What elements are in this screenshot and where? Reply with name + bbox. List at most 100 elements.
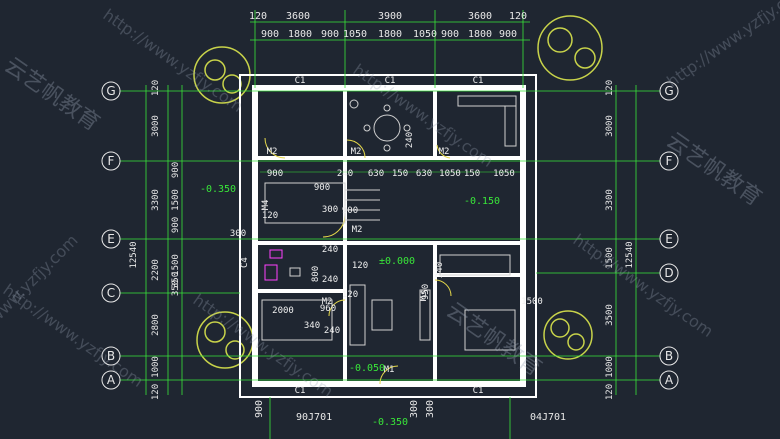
inner-dim: 240 (435, 262, 445, 278)
watermark-cn: 云艺帆教育 (0, 53, 104, 137)
bed (464, 309, 516, 351)
dim-top-inner: 1050 (343, 29, 367, 40)
inner-dim: 340 (304, 321, 320, 331)
dim-left-outer: 120 (151, 384, 161, 400)
site-boundary (239, 74, 537, 398)
window-label-top: C1 (385, 76, 396, 86)
watermark-url: http://www.yzfjy.com (570, 230, 717, 341)
inner-dim: 300 (322, 205, 338, 215)
grid-bubble-left-circle (101, 370, 121, 390)
dim-left-inner: 900 (171, 217, 181, 233)
row-dim: 630 (368, 169, 384, 179)
dim-top-outer: 3600 (468, 11, 492, 22)
dim-left-outer: 12540 (129, 241, 139, 268)
dim-right: 120 (605, 384, 615, 400)
inner-dim: 950 (421, 284, 431, 300)
dim-right: 12540 (625, 241, 635, 268)
row-dim: 150 (464, 169, 480, 179)
dining-table (373, 114, 401, 142)
row-dim: 630 (416, 169, 432, 179)
level-marker: -0.150 (464, 196, 500, 207)
grid-bubble-left: E (107, 232, 115, 246)
inner-dim: 120 (342, 290, 358, 300)
row-dim: 240 (337, 169, 353, 179)
door-label: M1 (384, 365, 395, 375)
dim-right: 1000 (605, 356, 615, 378)
exterior-wall (252, 85, 526, 387)
grid-bubble-right-circle (659, 151, 679, 171)
grid-bubble-left: A (107, 373, 116, 387)
dim-top-inner: 900 (261, 29, 279, 40)
inner-dim: 240 (322, 275, 338, 285)
toilet (264, 264, 278, 281)
stair-1 (264, 182, 346, 224)
sofa (349, 284, 366, 346)
dim-top-outer: 3900 (378, 11, 402, 22)
inner-dim: 1500 (521, 297, 543, 307)
inner-dim: 960 (320, 304, 336, 314)
inner-dim: 2000 (272, 306, 294, 316)
grid-bubble-right-circle (659, 346, 679, 366)
row-dim: 1050 (439, 169, 461, 179)
grid-bubble-left-circle (101, 346, 121, 366)
bottom-label: 900 (254, 400, 265, 418)
level-marker: ±0.000 (379, 256, 415, 267)
dim-top-inner: 1050 (413, 29, 437, 40)
watermark-url: http://www.yzfjy.com (663, 0, 780, 91)
inner-dim: 800 (311, 266, 321, 282)
inner-dim: 900 (342, 206, 358, 216)
inner-dim: 900 (314, 183, 330, 193)
grid-bubble-left-circle (101, 283, 121, 303)
grid-bubble-right-circle (659, 81, 679, 101)
window-label-c4: C4 (240, 257, 250, 268)
bottom-label: 300 (425, 400, 436, 418)
level-marker: -0.350 (200, 184, 236, 195)
grid-bubble-right-circle (659, 263, 679, 283)
dim-left-inner: 1500 (171, 254, 181, 276)
grid-bubble-right: G (664, 84, 673, 98)
grid-bubble-right-circle (659, 229, 679, 249)
level-marker: -0.050 (349, 363, 385, 374)
grid-bubble-right: A (665, 373, 674, 387)
dim-left-inner: 1500 (171, 189, 181, 211)
dim-lines-sides (145, 85, 637, 395)
inner-dim: 120 (262, 211, 278, 221)
dim-top-outer: 120 (509, 11, 527, 22)
row-dim: 1050 (493, 169, 515, 179)
dim-right: 3500 (605, 304, 615, 326)
row-dim: 900 (267, 169, 283, 179)
window-label-bottom: C1 (473, 386, 484, 396)
grid-bubble-left: B (107, 349, 115, 363)
dim-top-outer: 120 (249, 11, 267, 22)
grid-bubble-left: C (107, 286, 115, 300)
dim-left-outer: 2200 (151, 259, 161, 281)
grid-bubble-left-circle (101, 151, 121, 171)
dim-left-outer: 2800 (151, 314, 161, 336)
dim-left-outer: 3300 (151, 189, 161, 211)
dim-left-outer: 3000 (151, 115, 161, 137)
inner-dim: 240 (324, 326, 340, 336)
window-labels-bottom: C1 C1 (295, 386, 484, 396)
watermark-url: http://www.yzfjy.com (100, 5, 247, 116)
dim-right: 3000 (605, 115, 615, 137)
dim-left-outer: 120 (151, 80, 161, 96)
tree-symbols (193, 15, 603, 369)
door-label: M2 (351, 147, 362, 157)
dim-left-inner: 350 (171, 280, 181, 296)
dim-top-inner: 1800 (378, 29, 402, 40)
dim-top-inner: 1800 (288, 29, 312, 40)
dim-right: 1500 (605, 247, 615, 269)
window-label-bottom: C1 (295, 386, 306, 396)
grid-bubble-left: F (108, 154, 115, 168)
grid-bubble-right: B (665, 349, 673, 363)
dim-top-outer: 3600 (286, 11, 310, 22)
